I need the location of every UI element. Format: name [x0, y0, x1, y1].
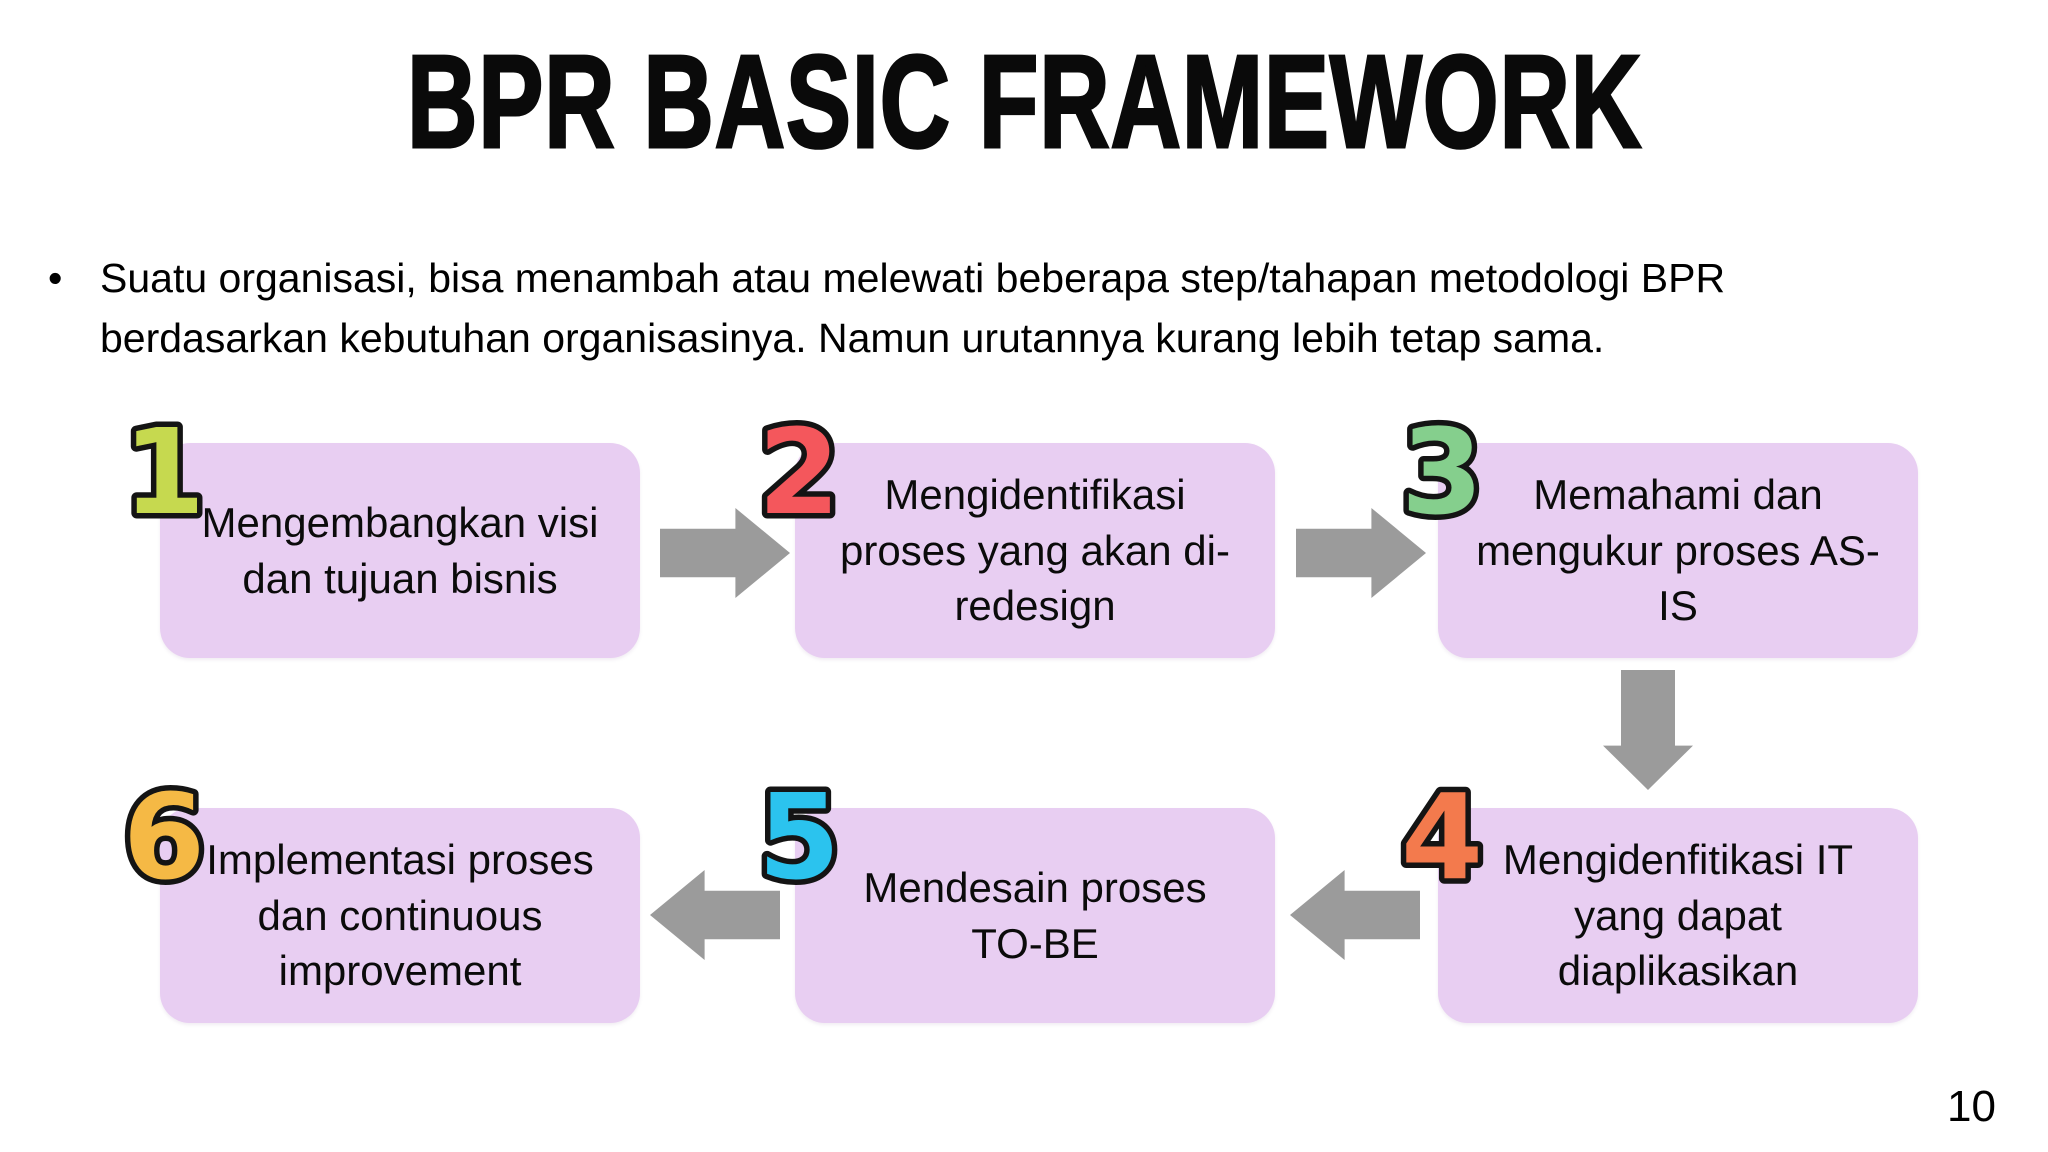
step-6-label: Implementasi proses dan continuous impro…	[206, 835, 594, 995]
step-5-number: 5	[758, 768, 840, 906]
step-5-label: Mendesain proses TO-BE	[863, 863, 1207, 967]
page-title-text: BPR BASIC FRAMEWORK	[405, 28, 1642, 175]
step-6-box: Implementasi proses dan continuous impro…	[160, 808, 640, 1023]
step-2-number-badge: 2	[753, 398, 846, 547]
step-1: 1 Mengembangkan visi dan tujuan bisnis	[118, 398, 640, 658]
step-4-number-badge: 4	[1396, 763, 1489, 912]
step-2-box: Mengidentifikasi proses yang akan di- re…	[795, 443, 1275, 658]
step-3-number: 3	[1401, 403, 1483, 541]
step-6-number-badge: 6	[118, 763, 211, 912]
step-2: 2 Mengidentifikasi proses yang akan di- …	[753, 398, 1275, 658]
step-4-label: Mengidenfitikasi IT yang dapat diaplikas…	[1502, 835, 1854, 995]
page-title: BPR BASIC FRAMEWORK	[0, 28, 2048, 209]
step-5: 5 Mendesain proses TO-BE	[753, 763, 1275, 1023]
step-3-label: Memahami dan mengukur proses AS-IS	[1476, 470, 1880, 630]
bullet-text: Suatu organisasi, bisa menambah atau mel…	[100, 255, 1726, 361]
bullet-marker: •	[48, 255, 63, 301]
step-2-number: 2	[758, 403, 840, 541]
page-number: 10	[1947, 1082, 1996, 1131]
step-4-box: Mengidenfitikasi IT yang dapat diaplikas…	[1438, 808, 1918, 1023]
step-3: 3 Memahami dan mengukur proses AS-IS	[1396, 398, 1918, 658]
step-1-box: Mengembangkan visi dan tujuan bisnis	[160, 443, 640, 658]
step-1-number-badge: 1	[118, 398, 211, 547]
step-4: 4 Mengidenfitikasi IT yang dapat diaplik…	[1396, 763, 1918, 1023]
step-2-label: Mengidentifikasi proses yang akan di- re…	[840, 470, 1230, 630]
step-5-box: Mendesain proses TO-BE	[795, 808, 1275, 1023]
step-3-box: Memahami dan mengukur proses AS-IS	[1438, 443, 1918, 658]
bullet-item: • Suatu organisasi, bisa menambah atau m…	[48, 248, 1998, 368]
step-6-number: 6	[123, 768, 205, 906]
step-4-number: 4	[1401, 768, 1483, 906]
step-3-number-badge: 3	[1396, 398, 1489, 547]
step-6: 6 Implementasi proses dan continuous imp…	[118, 763, 640, 1023]
step-1-number: 1	[123, 403, 205, 541]
step-5-number-badge: 5	[753, 763, 846, 912]
step-1-label: Mengembangkan visi dan tujuan bisnis	[201, 498, 599, 602]
arrow-step3-to-step4-icon	[1603, 670, 1693, 790]
